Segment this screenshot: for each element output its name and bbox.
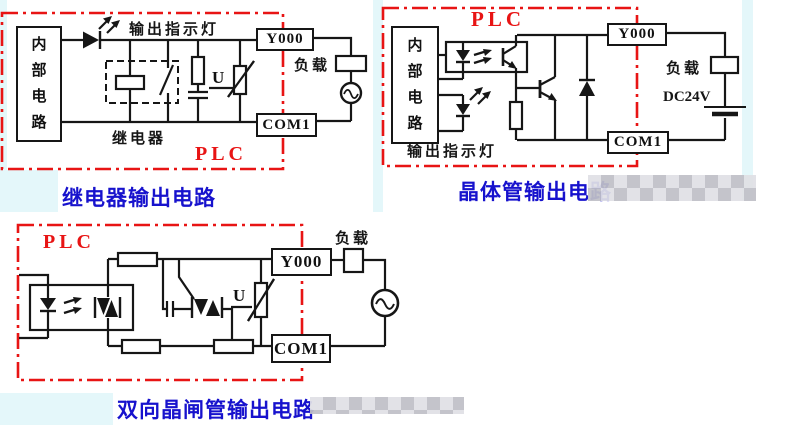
plc-label-triac: PLC (43, 231, 95, 253)
voltage-u-label-triac: U (233, 286, 246, 305)
load-label-relay: 负载 (294, 58, 331, 74)
background-tint-caption1 (0, 170, 58, 212)
terminal-y000-transistor: Y000 (607, 23, 667, 46)
indicator-led-symbol-transistor (456, 87, 491, 118)
mosaic-blur-transistor-caption (588, 175, 756, 201)
internal-circuit-label: 内部电路 (31, 37, 47, 131)
resistor-symbol-triac-bottom-right (212, 338, 255, 355)
transistor-circuit-wires (435, 31, 727, 142)
caption-relay-output: 继电器输出电路 (62, 187, 216, 210)
load-label-triac: 负载 (335, 231, 372, 247)
mosaic-blur-triac-caption (310, 397, 464, 414)
opto-triac-symbol (40, 297, 122, 318)
plc-boundary-triac (16, 223, 304, 382)
internal-circuit-box-transistor: 内部电路 (391, 26, 439, 144)
load-label-transistor: 负载 (666, 61, 703, 77)
battery-symbol (704, 106, 746, 117)
ac-source-symbol-relay (339, 81, 363, 105)
background-tint-right (742, 0, 753, 200)
relay-dashed-outline (105, 60, 179, 104)
ac-source-symbol-triac (370, 288, 400, 318)
background-tint-gap (373, 0, 383, 212)
load-symbol-transistor (709, 55, 740, 75)
plc-boundary-relay (0, 11, 285, 171)
output-indicator-label-relay: 输出指示灯 (129, 22, 220, 38)
plc-label-transistor: PLC (471, 7, 525, 31)
resistor-symbol-transistor (508, 100, 524, 131)
caption-transistor-output: 晶体管输出电路 (458, 181, 612, 204)
resistor-symbol-triac-top (116, 251, 159, 268)
transistor-symbol (538, 76, 557, 101)
plc-label-relay: PLC (195, 143, 247, 165)
load-symbol-relay (334, 54, 368, 73)
diode-symbol (579, 78, 595, 96)
background-tint-left (0, 0, 7, 212)
caption-triac-output: 双向晶闸管输出电路 (117, 399, 315, 422)
relay-label: 继电器 (112, 131, 167, 147)
plc-boundary-transistor (381, 6, 639, 168)
resistor-symbol-relay (190, 55, 206, 86)
terminal-y000-relay: Y000 (256, 28, 314, 51)
internal-circuit-box-relay: 内部电路 (16, 26, 62, 142)
varistor-stroke-triac (247, 278, 275, 322)
terminal-com1-transistor: COM1 (607, 131, 669, 154)
relay-coil-symbol (114, 74, 146, 91)
background-tint-bottom-left (0, 393, 113, 425)
terminal-com1-triac: COM1 (271, 334, 331, 363)
dc24v-label: DC24V (663, 89, 711, 105)
resistor-symbol-triac-bottom-left (120, 338, 162, 355)
triac-symbol (190, 297, 224, 318)
voltage-u-label-relay: U (212, 68, 225, 87)
led-symbol-relay (83, 16, 120, 49)
load-symbol-triac (342, 247, 365, 274)
varistor-stroke-relay (227, 60, 255, 98)
terminal-y000-triac: Y000 (271, 248, 332, 276)
optocoupler-symbol (456, 45, 517, 69)
internal-circuit-label: 内部电路 (407, 38, 423, 132)
output-indicator-label-transistor: 输出指示灯 (407, 144, 498, 160)
terminal-com1-relay: COM1 (256, 113, 317, 137)
